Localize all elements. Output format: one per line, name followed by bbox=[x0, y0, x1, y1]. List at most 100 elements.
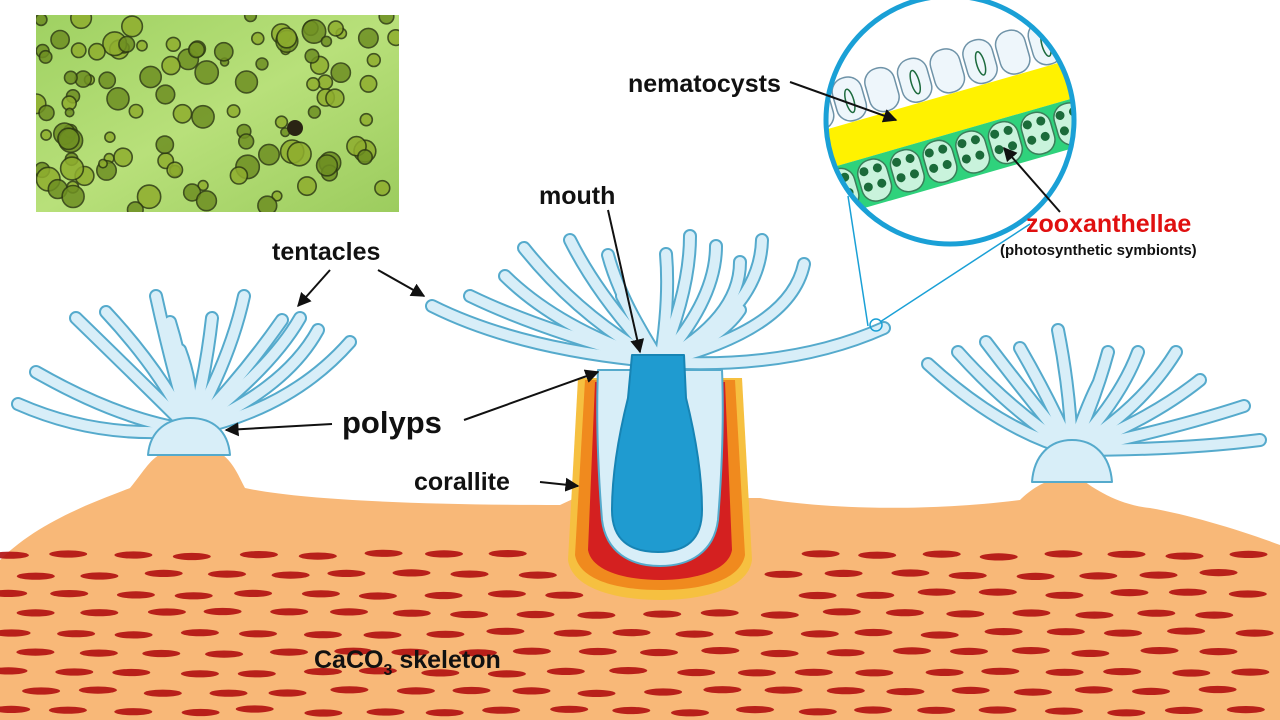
skeleton-pore bbox=[488, 550, 527, 558]
zooxanthella-cell bbox=[1087, 101, 1098, 112]
algal-cell bbox=[98, 158, 109, 169]
skeleton-pore bbox=[303, 631, 342, 639]
skeleton-pore bbox=[144, 569, 183, 578]
algal-cell bbox=[226, 104, 241, 119]
algal-cell bbox=[38, 49, 53, 64]
algal-cell bbox=[104, 131, 116, 143]
skeleton-pore bbox=[1011, 647, 1050, 655]
zooxanthella-cell bbox=[924, 148, 934, 158]
gastrovascular-cavity bbox=[611, 354, 703, 553]
zooxanthella-cell bbox=[863, 182, 873, 192]
zooxanthella-cell bbox=[1120, 91, 1131, 102]
skeleton-pore bbox=[643, 610, 682, 618]
skeleton-pore bbox=[737, 669, 776, 677]
skeleton-pore bbox=[0, 705, 31, 713]
skeleton-pore bbox=[854, 706, 893, 714]
tissue-cross-section bbox=[826, 10, 1149, 223]
skeleton-pore bbox=[760, 649, 799, 658]
skeleton-label-suffix: skeleton bbox=[392, 646, 500, 674]
zooxanthella-cell bbox=[1138, 103, 1149, 114]
skeleton-pore bbox=[764, 570, 803, 578]
skeleton-pore bbox=[235, 705, 274, 713]
skeleton-pore bbox=[180, 670, 219, 678]
algal-cell bbox=[161, 55, 181, 76]
zooxanthella-cell bbox=[942, 160, 952, 170]
epidermal-cell bbox=[831, 76, 868, 122]
algal-cell bbox=[40, 129, 52, 141]
tentacle bbox=[655, 241, 721, 367]
skeleton-pore bbox=[425, 550, 463, 558]
skeleton-pore bbox=[577, 611, 616, 619]
epidermal-cell bbox=[826, 85, 835, 132]
zooxanthella-cell bbox=[1124, 107, 1135, 118]
algal-cell bbox=[106, 87, 130, 111]
zooxanthella-cell bbox=[994, 145, 1004, 155]
skeleton-pore bbox=[1012, 609, 1051, 617]
algal-cell bbox=[304, 48, 320, 64]
algal-cell bbox=[374, 179, 391, 197]
algal-cell bbox=[250, 31, 265, 46]
tentacle bbox=[185, 313, 305, 435]
algal-cell bbox=[98, 71, 117, 90]
algal-cell bbox=[38, 104, 55, 122]
skeleton-pore bbox=[978, 588, 1017, 596]
skeleton-pore bbox=[885, 609, 924, 617]
skeleton-pore bbox=[181, 708, 220, 717]
algal-cell bbox=[70, 42, 87, 59]
zooxanthella-cell bbox=[909, 169, 919, 179]
skeleton-pore bbox=[609, 667, 648, 675]
skeleton-pore bbox=[452, 686, 491, 695]
zoom-origin-circle bbox=[869, 318, 883, 332]
micrograph-cells bbox=[36, 15, 399, 212]
skeleton-pore bbox=[948, 572, 987, 580]
skeleton-pore bbox=[824, 569, 863, 578]
algal-cell bbox=[50, 29, 71, 50]
skeleton-pore bbox=[612, 706, 651, 715]
algal-cell bbox=[257, 195, 278, 212]
skeleton-pore bbox=[392, 609, 431, 617]
algal-cell bbox=[136, 184, 162, 210]
algal-cell bbox=[257, 143, 280, 166]
zooxanthella-cell bbox=[877, 178, 887, 188]
algal-cell bbox=[276, 27, 298, 49]
skeleton-label: CaCO3 skeleton bbox=[314, 646, 501, 679]
gastrodermal-cell bbox=[1083, 90, 1123, 139]
skeleton-pore bbox=[550, 705, 589, 713]
skeleton-pore bbox=[174, 592, 213, 600]
zooxanthella-cell bbox=[961, 154, 971, 164]
skeleton-pore bbox=[1231, 668, 1270, 676]
mouth-label: mouth bbox=[539, 182, 615, 210]
skeleton-pore bbox=[80, 572, 119, 580]
algal-cell bbox=[286, 141, 312, 167]
skeleton-pore bbox=[268, 689, 307, 697]
skeleton-pore bbox=[392, 569, 431, 577]
skeleton-pore bbox=[1016, 572, 1055, 581]
skeleton-pore bbox=[1046, 628, 1085, 636]
skeleton-pore bbox=[856, 591, 895, 599]
zooxanthella-cell bbox=[1133, 87, 1144, 98]
zooxanthella-cell bbox=[1040, 131, 1050, 141]
skeleton-pore bbox=[0, 551, 29, 559]
skeleton-pore bbox=[237, 670, 276, 678]
skeleton-pore bbox=[1195, 611, 1234, 619]
polyps-arrow-2 bbox=[463, 369, 600, 421]
skeleton-pore bbox=[1107, 550, 1146, 558]
mouth-arrow bbox=[607, 209, 645, 354]
algal-cell bbox=[166, 161, 184, 179]
skeleton-pores bbox=[0, 549, 1274, 717]
skeleton-pore bbox=[450, 570, 489, 578]
zooxanthella-cell bbox=[957, 139, 967, 149]
skeleton-pore bbox=[80, 609, 119, 617]
zooxanthella-cell bbox=[892, 157, 902, 167]
tentacles-arrow-1 bbox=[297, 269, 331, 308]
algal-cell bbox=[59, 156, 85, 181]
skeleton-pore bbox=[1164, 706, 1203, 715]
skeleton-pore bbox=[22, 687, 61, 695]
skeleton-pore bbox=[487, 590, 526, 598]
skeleton-pore bbox=[612, 629, 651, 637]
nematocyst bbox=[909, 69, 922, 95]
skeleton-pore bbox=[239, 630, 277, 638]
skeleton-pore bbox=[917, 706, 956, 714]
zooxanthella-cell bbox=[831, 191, 841, 201]
